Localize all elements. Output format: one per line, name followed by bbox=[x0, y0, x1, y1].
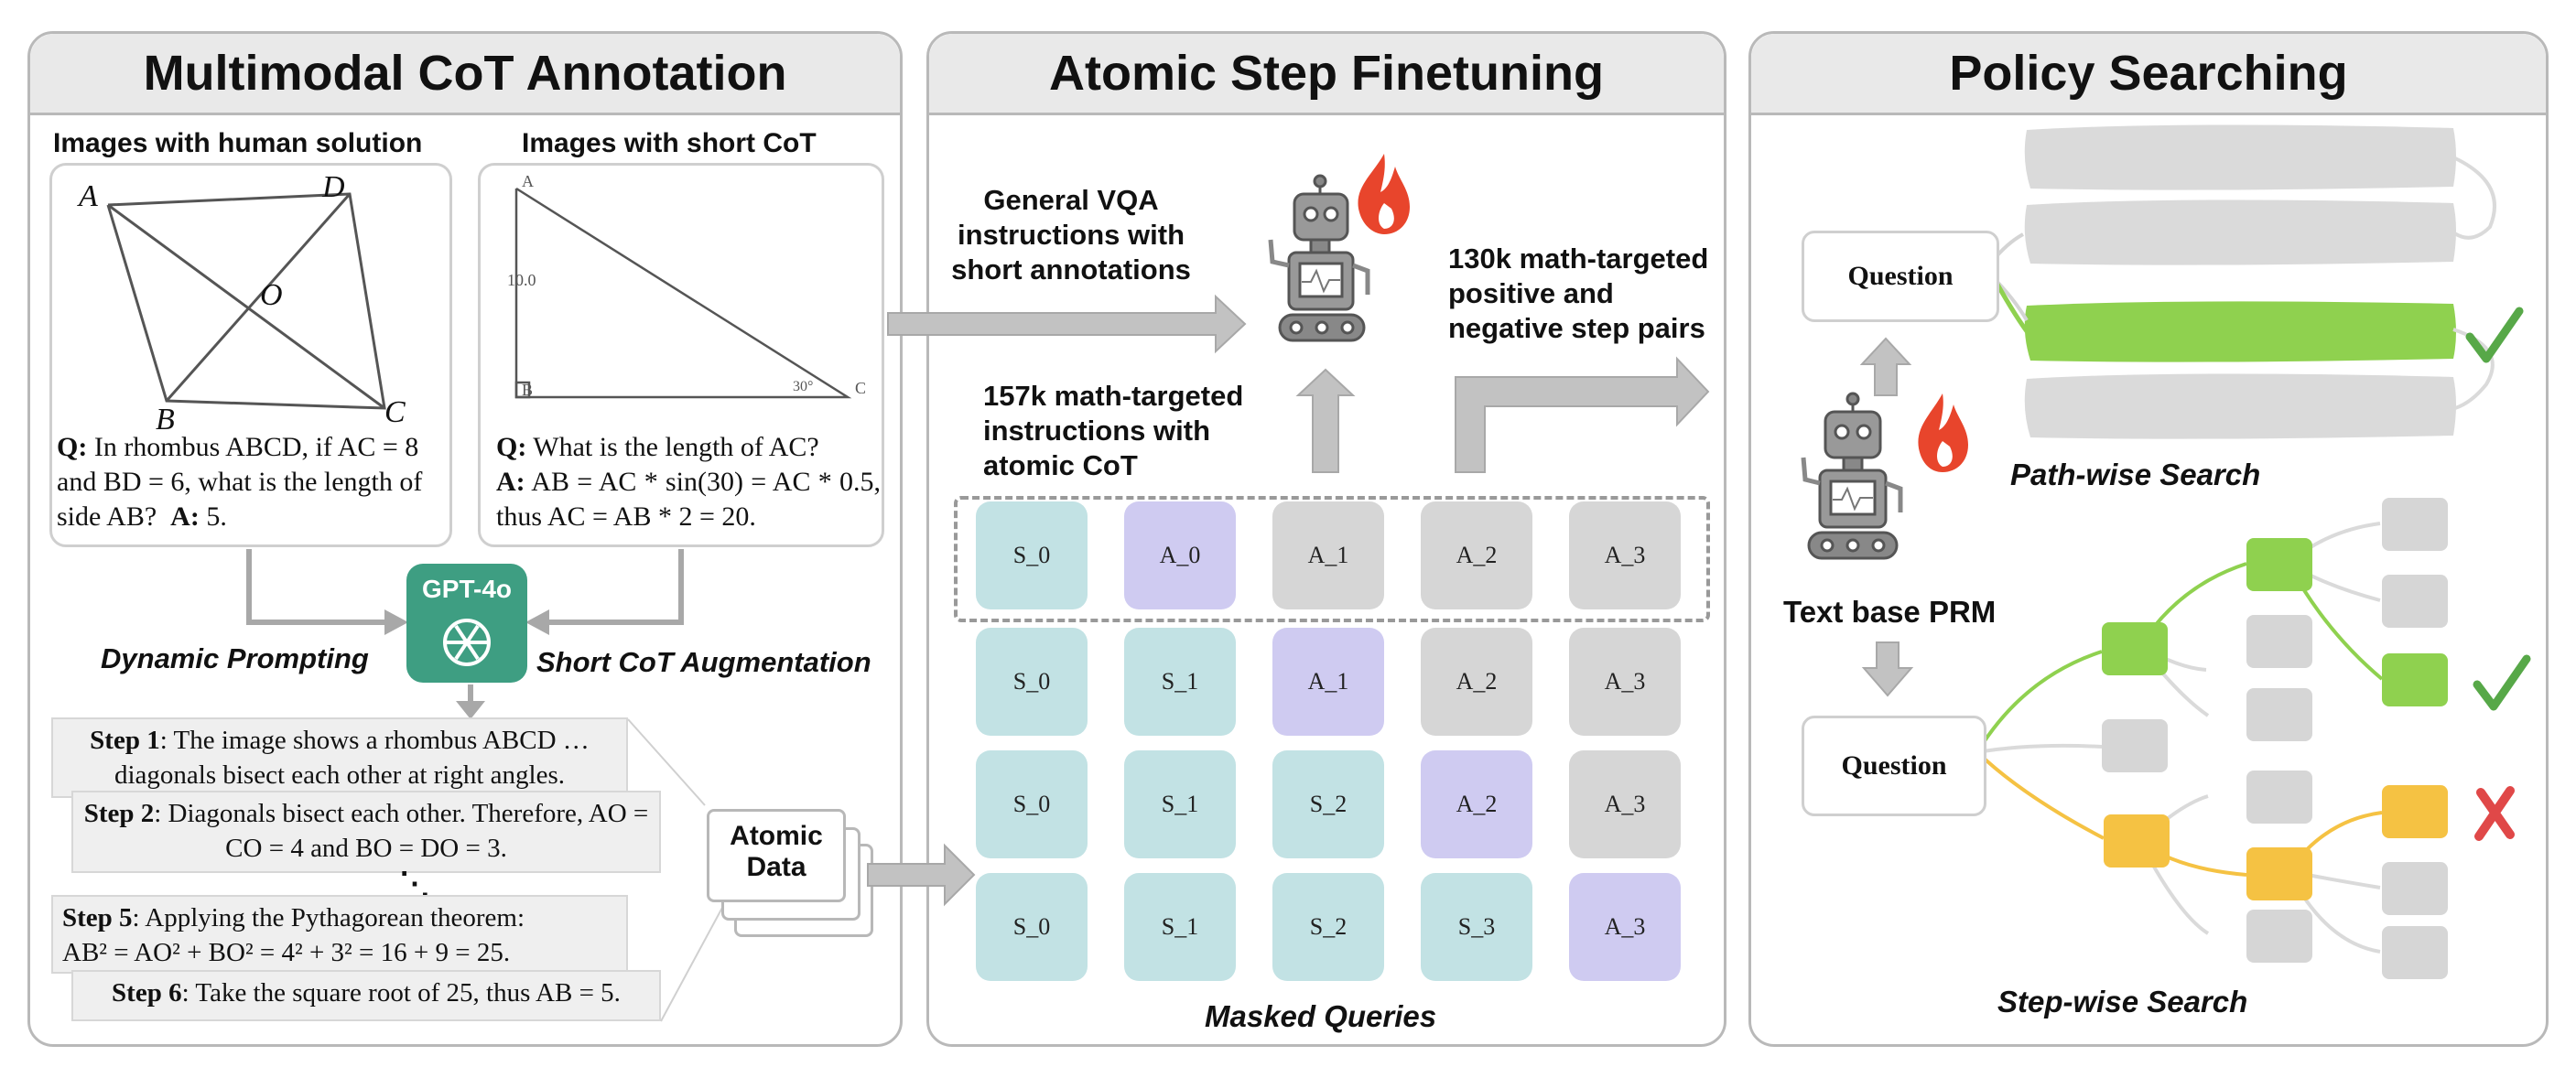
triangle-label-c: C bbox=[855, 379, 867, 397]
math-130k-line-1: 130k math-targeted bbox=[1448, 242, 1709, 275]
rhombus-label-d: D bbox=[322, 170, 345, 204]
tile-r3-c0: S_0 bbox=[976, 873, 1088, 981]
question-box-bottom: Question bbox=[1802, 716, 1986, 816]
tile-r3-c4: A_3 bbox=[1569, 873, 1681, 981]
a1-text: 5. bbox=[199, 501, 227, 532]
step-1-text: : The image shows a rhombus ABCD … diago… bbox=[114, 726, 590, 790]
triangle-label-b: B bbox=[522, 381, 534, 399]
general-vqa-label: General VQA instructions with short anno… bbox=[943, 183, 1199, 287]
dashed-highlight-box bbox=[954, 496, 1710, 622]
step-2-text: : Diagonals bisect each other. Therefore… bbox=[154, 799, 649, 863]
tile-r3-c2: S_2 bbox=[1272, 873, 1384, 981]
a2-text: AB = AC * sin(30) = AC * 0.5, thus AC = … bbox=[496, 467, 881, 532]
math-157k-label: 157k math-targeted instructions with ato… bbox=[983, 379, 1243, 483]
general-vqa-line-2: instructions with bbox=[958, 219, 1185, 251]
question-top-label: Question bbox=[1847, 261, 1954, 291]
q2-text: What is the length of AC? bbox=[526, 432, 819, 462]
tile-r2-c3: A_2 bbox=[1421, 750, 1532, 858]
triangle-label-angle: 30° bbox=[793, 379, 814, 394]
tile-r2-c2: S_2 bbox=[1272, 750, 1384, 858]
question-bottom-label: Question bbox=[1841, 750, 1947, 781]
tile-r2-c1: S_1 bbox=[1124, 750, 1236, 858]
tile-r0-c4: A_3 bbox=[1569, 501, 1681, 609]
tile-r0-c3: A_2 bbox=[1421, 501, 1532, 609]
a1-prefix: A: bbox=[170, 501, 200, 532]
tile-r1-c3: A_2 bbox=[1421, 628, 1532, 736]
step-6-label: Step 6 bbox=[112, 978, 182, 1008]
question-box-top: Question bbox=[1802, 231, 1999, 322]
step-wise-search-label: Step-wise Search bbox=[1997, 985, 2248, 1018]
triangle-label-side: 10.0 bbox=[507, 271, 536, 289]
panel-title-policy-searching: Policy Searching bbox=[1751, 34, 2546, 115]
short-cot-title: Images with short CoT bbox=[522, 128, 817, 158]
panel-title-atomic-finetuning: Atomic Step Finetuning bbox=[929, 34, 1724, 115]
human-solution-title: Images with human solution bbox=[53, 128, 423, 158]
rhombus-label-b: B bbox=[156, 403, 175, 436]
step-2-box: Step 2: Diagonals bisect each other. The… bbox=[71, 791, 661, 873]
q1-text: In rhombus ABCD, if AC = 8 and BD = 6, w… bbox=[57, 432, 423, 532]
rhombus-label-c: C bbox=[384, 395, 406, 429]
tile-r0-c0: S_0 bbox=[976, 501, 1088, 609]
short-cot-augmentation-label: Short CoT Augmentation bbox=[536, 646, 871, 678]
math-157k-line-2: instructions with bbox=[983, 415, 1210, 447]
a2-prefix: A: bbox=[496, 467, 525, 497]
tile-r1-c0: S_0 bbox=[976, 628, 1088, 736]
tile-r2-c0: S_0 bbox=[976, 750, 1088, 858]
tile-r3-c1: S_1 bbox=[1124, 873, 1236, 981]
step-6-text: : Take the square root of 25, thus AB = … bbox=[181, 978, 621, 1008]
tile-r1-c1: S_1 bbox=[1124, 628, 1236, 736]
math-157k-line-1: 157k math-targeted bbox=[983, 380, 1244, 412]
step-2-label: Step 2 bbox=[83, 799, 155, 828]
general-vqa-line-3: short annotations bbox=[951, 253, 1191, 286]
short-cot-qa: Q: What is the length of AC? A: AB = AC … bbox=[496, 430, 881, 534]
step-5-label: Step 5 bbox=[62, 903, 133, 932]
masked-queries-label: Masked Queries bbox=[1205, 999, 1437, 1033]
rhombus-label-o: O bbox=[260, 278, 283, 312]
math-157k-line-3: atomic CoT bbox=[983, 449, 1138, 481]
step-5-text: : Applying the Pythagorean theorem: bbox=[132, 903, 525, 932]
tile-r2-c4: A_3 bbox=[1569, 750, 1681, 858]
tile-r1-c4: A_3 bbox=[1569, 628, 1681, 736]
q2-prefix: Q: bbox=[496, 432, 527, 462]
math-130k-label: 130k math-targeted positive and negative… bbox=[1448, 242, 1708, 346]
triangle-label-a: A bbox=[522, 172, 534, 190]
tile-r1-c2: A_1 bbox=[1272, 628, 1384, 736]
atomic-data-line-1: Atomic bbox=[730, 821, 823, 851]
atomic-data-card-1: Atomic Data bbox=[707, 809, 846, 902]
panel-title-cot-annotation: Multimodal CoT Annotation bbox=[30, 34, 900, 115]
math-130k-line-3: negative step pairs bbox=[1448, 312, 1705, 344]
tile-r0-c1: A_0 bbox=[1124, 501, 1236, 609]
math-130k-line-2: positive and bbox=[1448, 277, 1614, 309]
step-5-equation: AB² = AO² + BO² = 4² + 3² = 16 + 9 = 25. bbox=[62, 938, 511, 967]
general-vqa-line-1: General VQA bbox=[983, 184, 1159, 216]
step-1-box: Step 1: The image shows a rhombus ABCD …… bbox=[51, 717, 628, 798]
step-1-label: Step 1 bbox=[90, 726, 160, 755]
tile-r3-c3: S_3 bbox=[1421, 873, 1532, 981]
dynamic-prompting-label: Dynamic Prompting bbox=[101, 642, 369, 674]
atomic-data-line-2: Data bbox=[746, 852, 806, 882]
step-6-box: Step 6: Take the square root of 25, thus… bbox=[71, 970, 661, 1021]
gpt-4o-label: GPT-4o bbox=[421, 575, 512, 603]
path-wise-search-label: Path-wise Search bbox=[2010, 458, 2261, 491]
q1-prefix: Q: bbox=[57, 432, 88, 462]
text-base-prm-label: Text base PRM bbox=[1783, 595, 1997, 629]
rhombus-label-a: A bbox=[79, 179, 98, 213]
tile-r0-c2: A_1 bbox=[1272, 501, 1384, 609]
panel-policy-searching: Policy Searching bbox=[1748, 31, 2549, 1047]
human-solution-qa: Q: In rhombus ABCD, if AC = 8 and BD = 6… bbox=[57, 430, 449, 534]
step-5-box: Step 5: Applying the Pythagorean theorem… bbox=[51, 895, 628, 974]
